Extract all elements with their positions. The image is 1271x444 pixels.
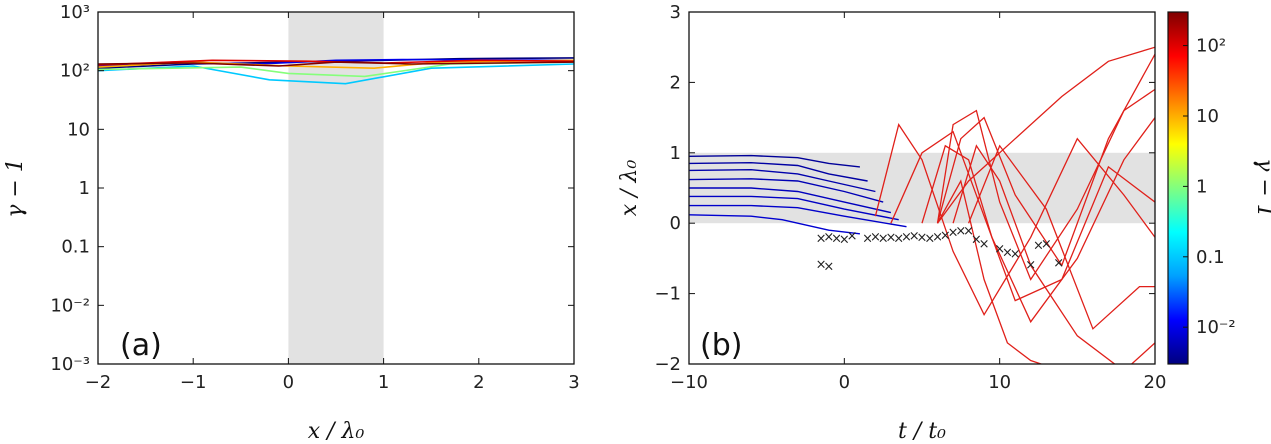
panel-b-trajectory-before — [689, 187, 892, 214]
colorbar-tick-label: 1 — [1196, 176, 1207, 197]
colorbar-tick-label: 10⁻² — [1196, 317, 1236, 338]
x-tick-label: −1 — [180, 372, 207, 393]
x-tick-label: −2 — [85, 372, 112, 393]
panel-b-cross-marker: × — [1002, 245, 1013, 260]
panel-b-cross-marker: × — [948, 226, 959, 241]
y-tick-label: 10⁻² — [50, 295, 90, 316]
panel-a-series-line — [98, 63, 574, 85]
panel-b-cross-marker: × — [1033, 238, 1044, 253]
panel-b-trajectory-before — [689, 214, 860, 235]
colorbar-tick-label: 10² — [1196, 36, 1226, 57]
panel-b-cross-marker: × — [839, 233, 850, 248]
x-tick-label: 1 — [378, 372, 389, 393]
panel-a-series-line — [98, 61, 574, 67]
panel-b-trajectory-after — [936, 53, 1155, 267]
y-tick-label: 10³ — [60, 2, 90, 23]
x-tick-label: 0 — [283, 372, 294, 393]
colorbar-label: γ − 1 — [1252, 158, 1271, 218]
panel-b-cross-marker: × — [917, 231, 928, 246]
y-tick-label: 0 — [670, 213, 681, 234]
panel-b-trajectory-before — [689, 204, 907, 228]
panel-b-cross-marker: × — [1025, 258, 1036, 273]
panel-b-cross-marker: × — [979, 237, 990, 252]
panel-b-cross-marker: × — [1041, 237, 1052, 252]
x-tick-label: 3 — [568, 372, 579, 393]
panel-b-cross-marker: × — [963, 224, 974, 239]
panel-b-cross-marker: × — [816, 231, 827, 246]
panel-b-shaded-region — [689, 152, 1155, 224]
panel-a-x-ticks: −2 −1 0 1 2 3 — [85, 12, 580, 393]
panel-b-cross-marker: × — [870, 230, 881, 245]
panel-b-frame — [688, 11, 1156, 365]
panel-b-cross-marker: × — [831, 231, 842, 246]
panel-b-x-axis-label: t / t₀ — [898, 419, 946, 444]
panel-a-x-axis-label: x / λ₀ — [308, 419, 365, 444]
y-tick-label: 3 — [670, 2, 681, 23]
panel-a-y-ticks: 10⁻³ 10⁻² 0.1 1 10 10² 10³ — [50, 2, 574, 375]
panel-b-trajectory-before — [689, 195, 899, 221]
x-tick-label: 10 — [988, 372, 1011, 393]
x-tick-label: −10 — [670, 372, 708, 393]
panel-b-trajectory-after — [936, 179, 1044, 364]
panel-b-cross-marker: × — [901, 230, 912, 245]
panel-b-cross-marker: × — [955, 224, 966, 239]
panel-b-trajectory-after — [890, 130, 1155, 302]
panel-b-cross-marker: × — [932, 230, 943, 245]
colorbar-bar — [1167, 11, 1189, 365]
panel-b-trajectory-after — [936, 88, 1155, 281]
y-tick-label: 10 — [67, 119, 90, 140]
panel-b-cross-marker: × — [909, 229, 920, 244]
panel-b-cross-marker: × — [1053, 256, 1064, 271]
panel-b-cross-marker: × — [994, 242, 1005, 257]
y-tick-label: −2 — [654, 354, 681, 375]
panel-b-cross-marker: × — [924, 231, 935, 246]
colorbar-tick-label: 0.1 — [1196, 247, 1225, 268]
panel-b-trajectory-before — [689, 178, 884, 203]
panel-b-trajectory-before — [689, 168, 876, 193]
x-tick-label: 2 — [473, 372, 484, 393]
panel-b-cross-marker: × — [885, 231, 896, 246]
y-tick-label: 2 — [670, 72, 681, 93]
panel-a-series — [98, 57, 574, 85]
panel-b-series — [689, 46, 1155, 364]
colorbar: 10⁻² 0.1 1 10 10² γ − 1 — [1167, 11, 1271, 365]
panel-b-trajectory-after — [952, 144, 1155, 364]
panel-b-cross-marker: × — [862, 231, 873, 246]
panel-a-shaded-region — [288, 12, 384, 364]
panel-b-y-ticks: −2 −1 0 1 2 3 — [654, 2, 1155, 375]
panel-a: −2 −1 0 1 2 3 10⁻³ 10⁻² 0.1 1 10 10² 10³ (a) x / λ₀… — [3, 2, 580, 444]
panel-b-trajectory-after — [967, 144, 1155, 330]
panel-b-label: (b) — [700, 328, 742, 363]
panel-b-cross-marker: × — [1010, 247, 1021, 262]
colorbar-tick-label: 10 — [1196, 106, 1219, 127]
colorbar-ticks: 10⁻² 0.1 1 10 10² — [1183, 36, 1236, 338]
panel-b-cross-marker: × — [823, 230, 834, 245]
panel-b-y-axis-label: x / λ₀ — [617, 160, 642, 217]
y-tick-label: −1 — [654, 284, 681, 305]
panel-b-trajectory-after — [874, 123, 1155, 317]
y-tick-label: 10⁻³ — [50, 354, 90, 375]
panel-b-cross-marker: × — [893, 231, 904, 246]
panel-b-cross-marker: × — [971, 233, 982, 248]
panel-b-cross-marker: × — [940, 228, 951, 243]
y-tick-label: 1 — [79, 178, 90, 199]
panel-b-cross-marker: × — [816, 257, 827, 272]
x-tick-label: 20 — [1144, 372, 1167, 393]
panel-a-y-axis-label: γ − 1 — [3, 158, 28, 218]
panel-a-label: (a) — [120, 328, 162, 363]
panel-b-cross-marker: × — [878, 231, 889, 246]
panel-b-markers: ×××××××××××××××××××××××××××××× — [816, 224, 1065, 274]
panel-b-trajectory-before — [689, 161, 868, 182]
panel-b-trajectory-after — [921, 117, 1155, 324]
y-tick-label: 10² — [60, 61, 90, 82]
y-tick-label: 1 — [670, 143, 681, 164]
y-tick-label: 0.1 — [61, 237, 90, 258]
x-tick-label: 0 — [839, 372, 850, 393]
panel-b-trajectory-before — [689, 154, 860, 168]
panel-b-cross-marker: × — [847, 229, 858, 244]
panel-b-cross-marker: × — [823, 259, 834, 274]
